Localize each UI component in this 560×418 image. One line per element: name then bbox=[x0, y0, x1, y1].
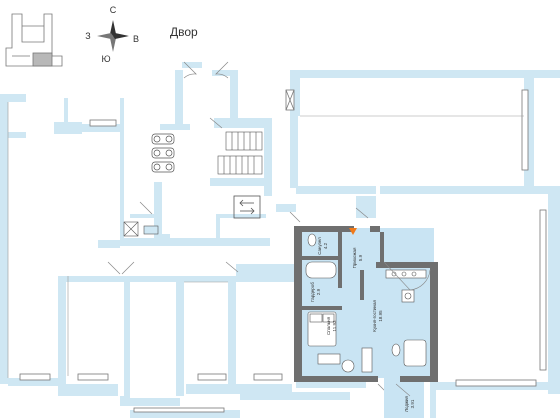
building-key-plan bbox=[5, 13, 63, 67]
compass-east: В bbox=[133, 34, 139, 44]
room-name-hallway: Прихожая bbox=[352, 247, 357, 268]
room-area-kitchen-living: 18.95 bbox=[378, 310, 383, 322]
stairs-icon bbox=[217, 131, 263, 175]
compass-west: З bbox=[85, 31, 90, 41]
elevator-arrows-icon bbox=[233, 195, 261, 219]
car-icon bbox=[151, 133, 175, 173]
yard-label: Двор bbox=[170, 25, 198, 39]
room-area-loggia: 3.91 bbox=[410, 399, 415, 408]
room-area-bathroom: 4.2 bbox=[323, 242, 328, 249]
room-name-bedroom: Спальня bbox=[326, 316, 331, 335]
partition-lines bbox=[7, 102, 524, 378]
entrance-triangle-icon bbox=[349, 228, 357, 235]
room-area-hallway: 5.9 bbox=[358, 254, 363, 261]
room-name-loggia: Лоджия bbox=[404, 395, 409, 412]
windows bbox=[19, 89, 547, 413]
room-area-wardrobe: 2.9 bbox=[316, 288, 321, 295]
room-name-wardrobe: Гардероб bbox=[310, 282, 315, 302]
compass-north: С bbox=[110, 5, 117, 15]
utility-boxes bbox=[123, 221, 159, 237]
building-walls bbox=[0, 62, 560, 418]
room-area-bedroom: 11.93 bbox=[332, 320, 337, 331]
compass-rose-icon bbox=[97, 20, 129, 52]
room-labels: Санузел 4.2 Прихожая 5.9 Гардероб 2.9 Сп… bbox=[310, 237, 415, 412]
apartment-unit[interactable] bbox=[294, 226, 438, 418]
room-name-bathroom: Санузел bbox=[317, 237, 322, 255]
room-name-kitchen-living: Кухня-гостиная bbox=[372, 300, 377, 332]
compass-south: Ю bbox=[101, 54, 110, 64]
